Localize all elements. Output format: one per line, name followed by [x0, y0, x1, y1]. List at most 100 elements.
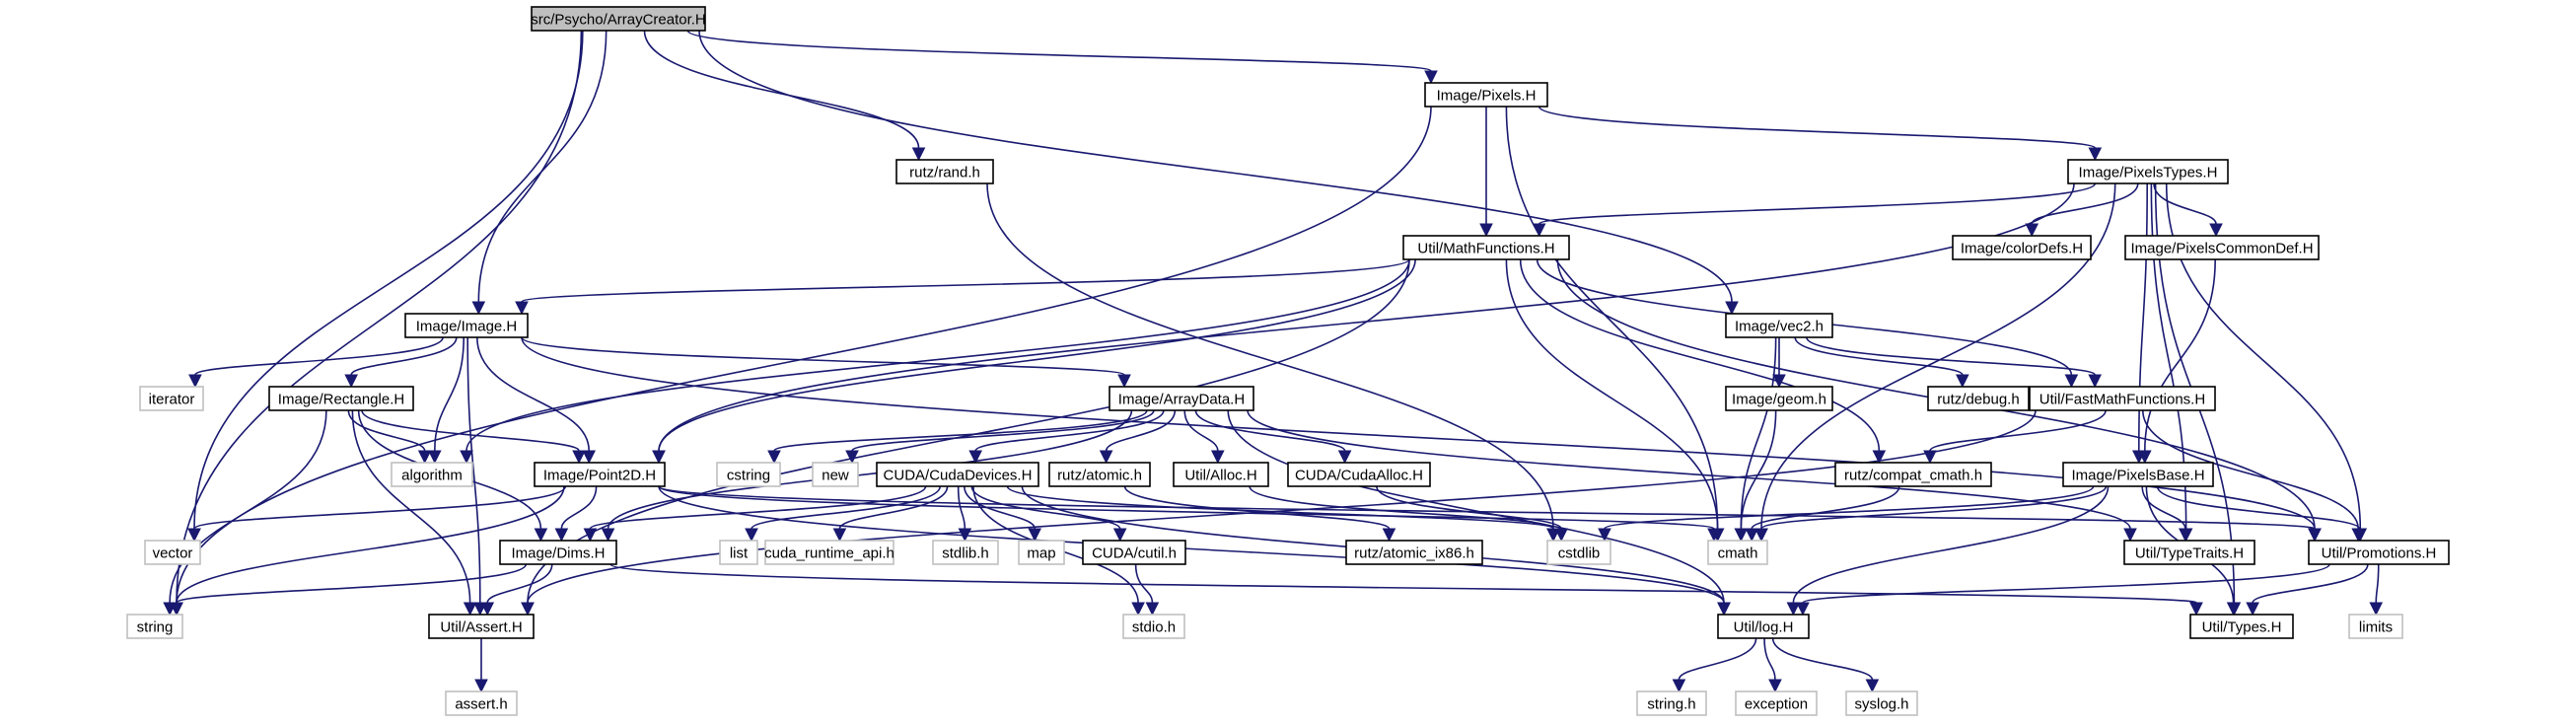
edge-image-geom-h-to-cmath — [1734, 409, 1777, 543]
node-box — [139, 386, 204, 411]
node-rutz-atomic-ix86-h[interactable]: rutz/atomic_ix86.h — [1345, 540, 1483, 565]
edge-image-vec2-h-to-rutz-debug-h — [1794, 336, 1969, 389]
node-cuda-cudadevices-h[interactable]: CUDA/CudaDevices.H — [876, 462, 1039, 487]
node-rutz-rand-h[interactable]: rutz/rand.h — [895, 159, 994, 184]
node-box — [1122, 614, 1185, 639]
edge-image-point2d-h-to-cmath — [658, 485, 1721, 543]
edge-image-pixels-h-to-cmath — [1505, 106, 1725, 543]
node-box — [1173, 462, 1269, 487]
node-label: CUDA/cutil.h — [1092, 545, 1177, 562]
node-image-pixels-h[interactable]: Image/Pixels.H — [1424, 82, 1548, 108]
edge-image-pixelsbase-h-to-cmath — [1754, 485, 2108, 543]
node-util-typetraits-h[interactable]: Util/TypeTraits.H — [2123, 540, 2255, 565]
node-box — [2029, 386, 2216, 411]
node-image-vec2-h[interactable]: Image/vec2.h — [1725, 313, 1833, 338]
node-cuda-cudaalloc-h[interactable]: CUDA/CudaAlloc.H — [1287, 462, 1431, 487]
edge-image-pixelsbase-h-to-util-log-h — [1786, 485, 2110, 617]
node-image-arraydata-h[interactable]: Image/ArrayData.H — [1109, 386, 1254, 411]
node-list: list — [719, 540, 758, 565]
node-label: Image/Image.H — [416, 319, 518, 335]
node-image-pixelstypes-h[interactable]: Image/PixelsTypes.H — [2067, 159, 2229, 184]
node-label: Image/ArrayData.H — [1118, 392, 1245, 408]
node-util-promotions-h[interactable]: Util/Promotions.H — [2308, 540, 2450, 565]
node-box — [1402, 235, 1570, 260]
node-label: Image/colorDefs.H — [1961, 241, 2083, 257]
node-util-types-h[interactable]: Util/Types.H — [2189, 614, 2294, 639]
edge-image-arraydata-h-to-new — [845, 409, 1155, 465]
edge-image-arraydata-h-to-util-typetraits-h — [1247, 409, 2137, 543]
node-label: limits — [2359, 619, 2393, 636]
node-box — [1725, 313, 1833, 338]
node-box — [2067, 159, 2229, 184]
node-label: CUDA/CudaDevices.H — [884, 468, 1033, 484]
edge-cuda-cudaalloc-h-to-cstdlib — [1376, 485, 1568, 543]
edge-image-pixels-h-to-image-pixelstypes-h — [1538, 106, 2103, 162]
node-label: Util/Assert.H — [440, 619, 522, 636]
edge-image-image-h-to-image-point2d-h — [476, 336, 597, 465]
edge-image-dims-h-to-util-assert-h — [480, 563, 553, 617]
node-box — [764, 540, 894, 565]
node-box — [445, 690, 518, 716]
node-new: new — [812, 462, 859, 487]
node-box — [1018, 540, 1065, 565]
edge-util-promotions-h-to-util-types-h — [2246, 563, 2369, 617]
node-box — [2308, 540, 2450, 565]
node-box — [2124, 235, 2320, 260]
edge-cuda-cudadevices-h-to-image-dims-h — [583, 485, 927, 543]
edge-util-promotions-h-to-limits — [2369, 563, 2384, 617]
edge-util-log-h-to-string-h — [1672, 637, 1757, 693]
node-stdio-h: stdio.h — [1122, 614, 1185, 639]
node-util-log-h[interactable]: Util/log.H — [1717, 614, 1810, 639]
node-label: rutz/debug.h — [1937, 392, 2019, 408]
node-box — [1952, 235, 2092, 260]
edge-cuda-cudadevices-h-to-map — [964, 485, 1042, 543]
edge-util-mathfunctions-h-to-image-image-h — [515, 258, 1410, 316]
edge-cuda-cutil-h-to-stdio-h — [1134, 563, 1160, 617]
node-cmath: cmath — [1707, 540, 1768, 565]
node-label: map — [1027, 545, 1055, 562]
node-util-alloc-h[interactable]: Util/Alloc.H — [1173, 462, 1269, 487]
node-util-assert-h[interactable]: Util/Assert.H — [428, 614, 535, 639]
node-box — [1636, 690, 1707, 716]
node-box — [1345, 540, 1483, 565]
node-image-geom-h[interactable]: Image/geom.h — [1725, 386, 1833, 411]
node-box — [2062, 462, 2214, 487]
edge-rutz-compat-cmath-h-to-cmath — [1745, 485, 1900, 543]
node-algorithm: algorithm — [391, 462, 473, 487]
node-label: syslog.h — [1854, 696, 1908, 713]
node-label: rutz/atomic.h — [1057, 468, 1142, 484]
edge-image-point2d-h-to-image-dims-h — [554, 485, 598, 543]
edge-util-mathfunctions-h-to-algorithm — [460, 258, 1410, 465]
node-label: Util/MathFunctions.H — [1417, 241, 1554, 257]
edge-image-image-h-to-algorithm — [427, 336, 465, 465]
node-box — [1546, 540, 1611, 565]
node-label: new — [822, 468, 849, 484]
edge-image-rectangle-h-to-algorithm — [347, 409, 432, 465]
node-label: Image/PixelsCommonDef.H — [2130, 241, 2313, 257]
edge-image-dims-h-to-string — [170, 563, 528, 617]
node-rutz-compat-cmath-h[interactable]: rutz/compat_cmath.h — [1834, 462, 1992, 487]
node-image-pixelsbase-h[interactable]: Image/PixelsBase.H — [2062, 462, 2214, 487]
node-box — [1287, 462, 1431, 487]
edge-image-pixelscommondef-h-to-image-pixelsbase-h — [2137, 258, 2216, 465]
node-rutz-debug-h[interactable]: rutz/debug.h — [1927, 386, 2030, 411]
node-image-dims-h[interactable]: Image/Dims.H — [499, 540, 617, 565]
node-image-colordefs-h[interactable]: Image/colorDefs.H — [1952, 235, 2092, 260]
node-util-mathfunctions-h[interactable]: Util/MathFunctions.H — [1402, 235, 1570, 260]
node-box — [1082, 540, 1186, 565]
edge-image-arraydata-h-to-util-alloc-h — [1183, 409, 1225, 465]
node-box — [1048, 462, 1151, 487]
node-rutz-atomic-h[interactable]: rutz/atomic.h — [1048, 462, 1151, 487]
node-cuda-cutil-h[interactable]: CUDA/cutil.h — [1082, 540, 1186, 565]
node-label: Util/log.H — [1734, 619, 1794, 636]
node-image-image-h[interactable]: Image/Image.H — [404, 313, 529, 338]
node-image-rectangle-h[interactable]: Image/Rectangle.H — [268, 386, 414, 411]
node-image-point2d-h[interactable]: Image/Point2D.H — [534, 462, 666, 487]
node-box — [1845, 690, 1918, 716]
node-label: list — [730, 545, 749, 562]
node-util-fastmathfunctions-h[interactable]: Util/FastMathFunctions.H — [2029, 386, 2216, 411]
node-box — [404, 313, 529, 338]
node-image-pixelscommondef-h[interactable]: Image/PixelsCommonDef.H — [2124, 235, 2320, 260]
node-src-psycho-arraycreator-h[interactable]: src/Psycho/ArrayCreator.H — [531, 6, 706, 32]
edge-image-pixels-h-to-util-mathfunctions-h — [1479, 106, 1493, 238]
